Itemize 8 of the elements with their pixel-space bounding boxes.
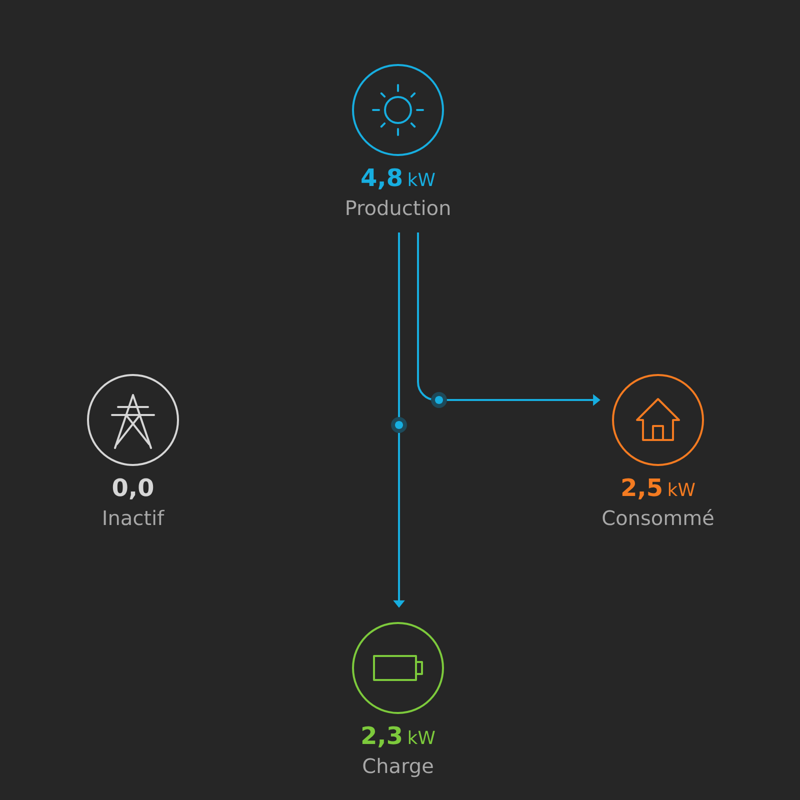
status-label: Inactif <box>104 510 165 526</box>
power-value: 4,8 kW <box>362 168 435 190</box>
status-label: Production <box>346 200 450 216</box>
power-value: 2,5 kW <box>622 478 695 500</box>
status-label: Consommé <box>602 509 714 526</box>
power-value: 0,0 <box>112 478 154 500</box>
status-label: Charge <box>363 758 433 778</box>
power-value: 2,3 kW <box>362 726 435 748</box>
